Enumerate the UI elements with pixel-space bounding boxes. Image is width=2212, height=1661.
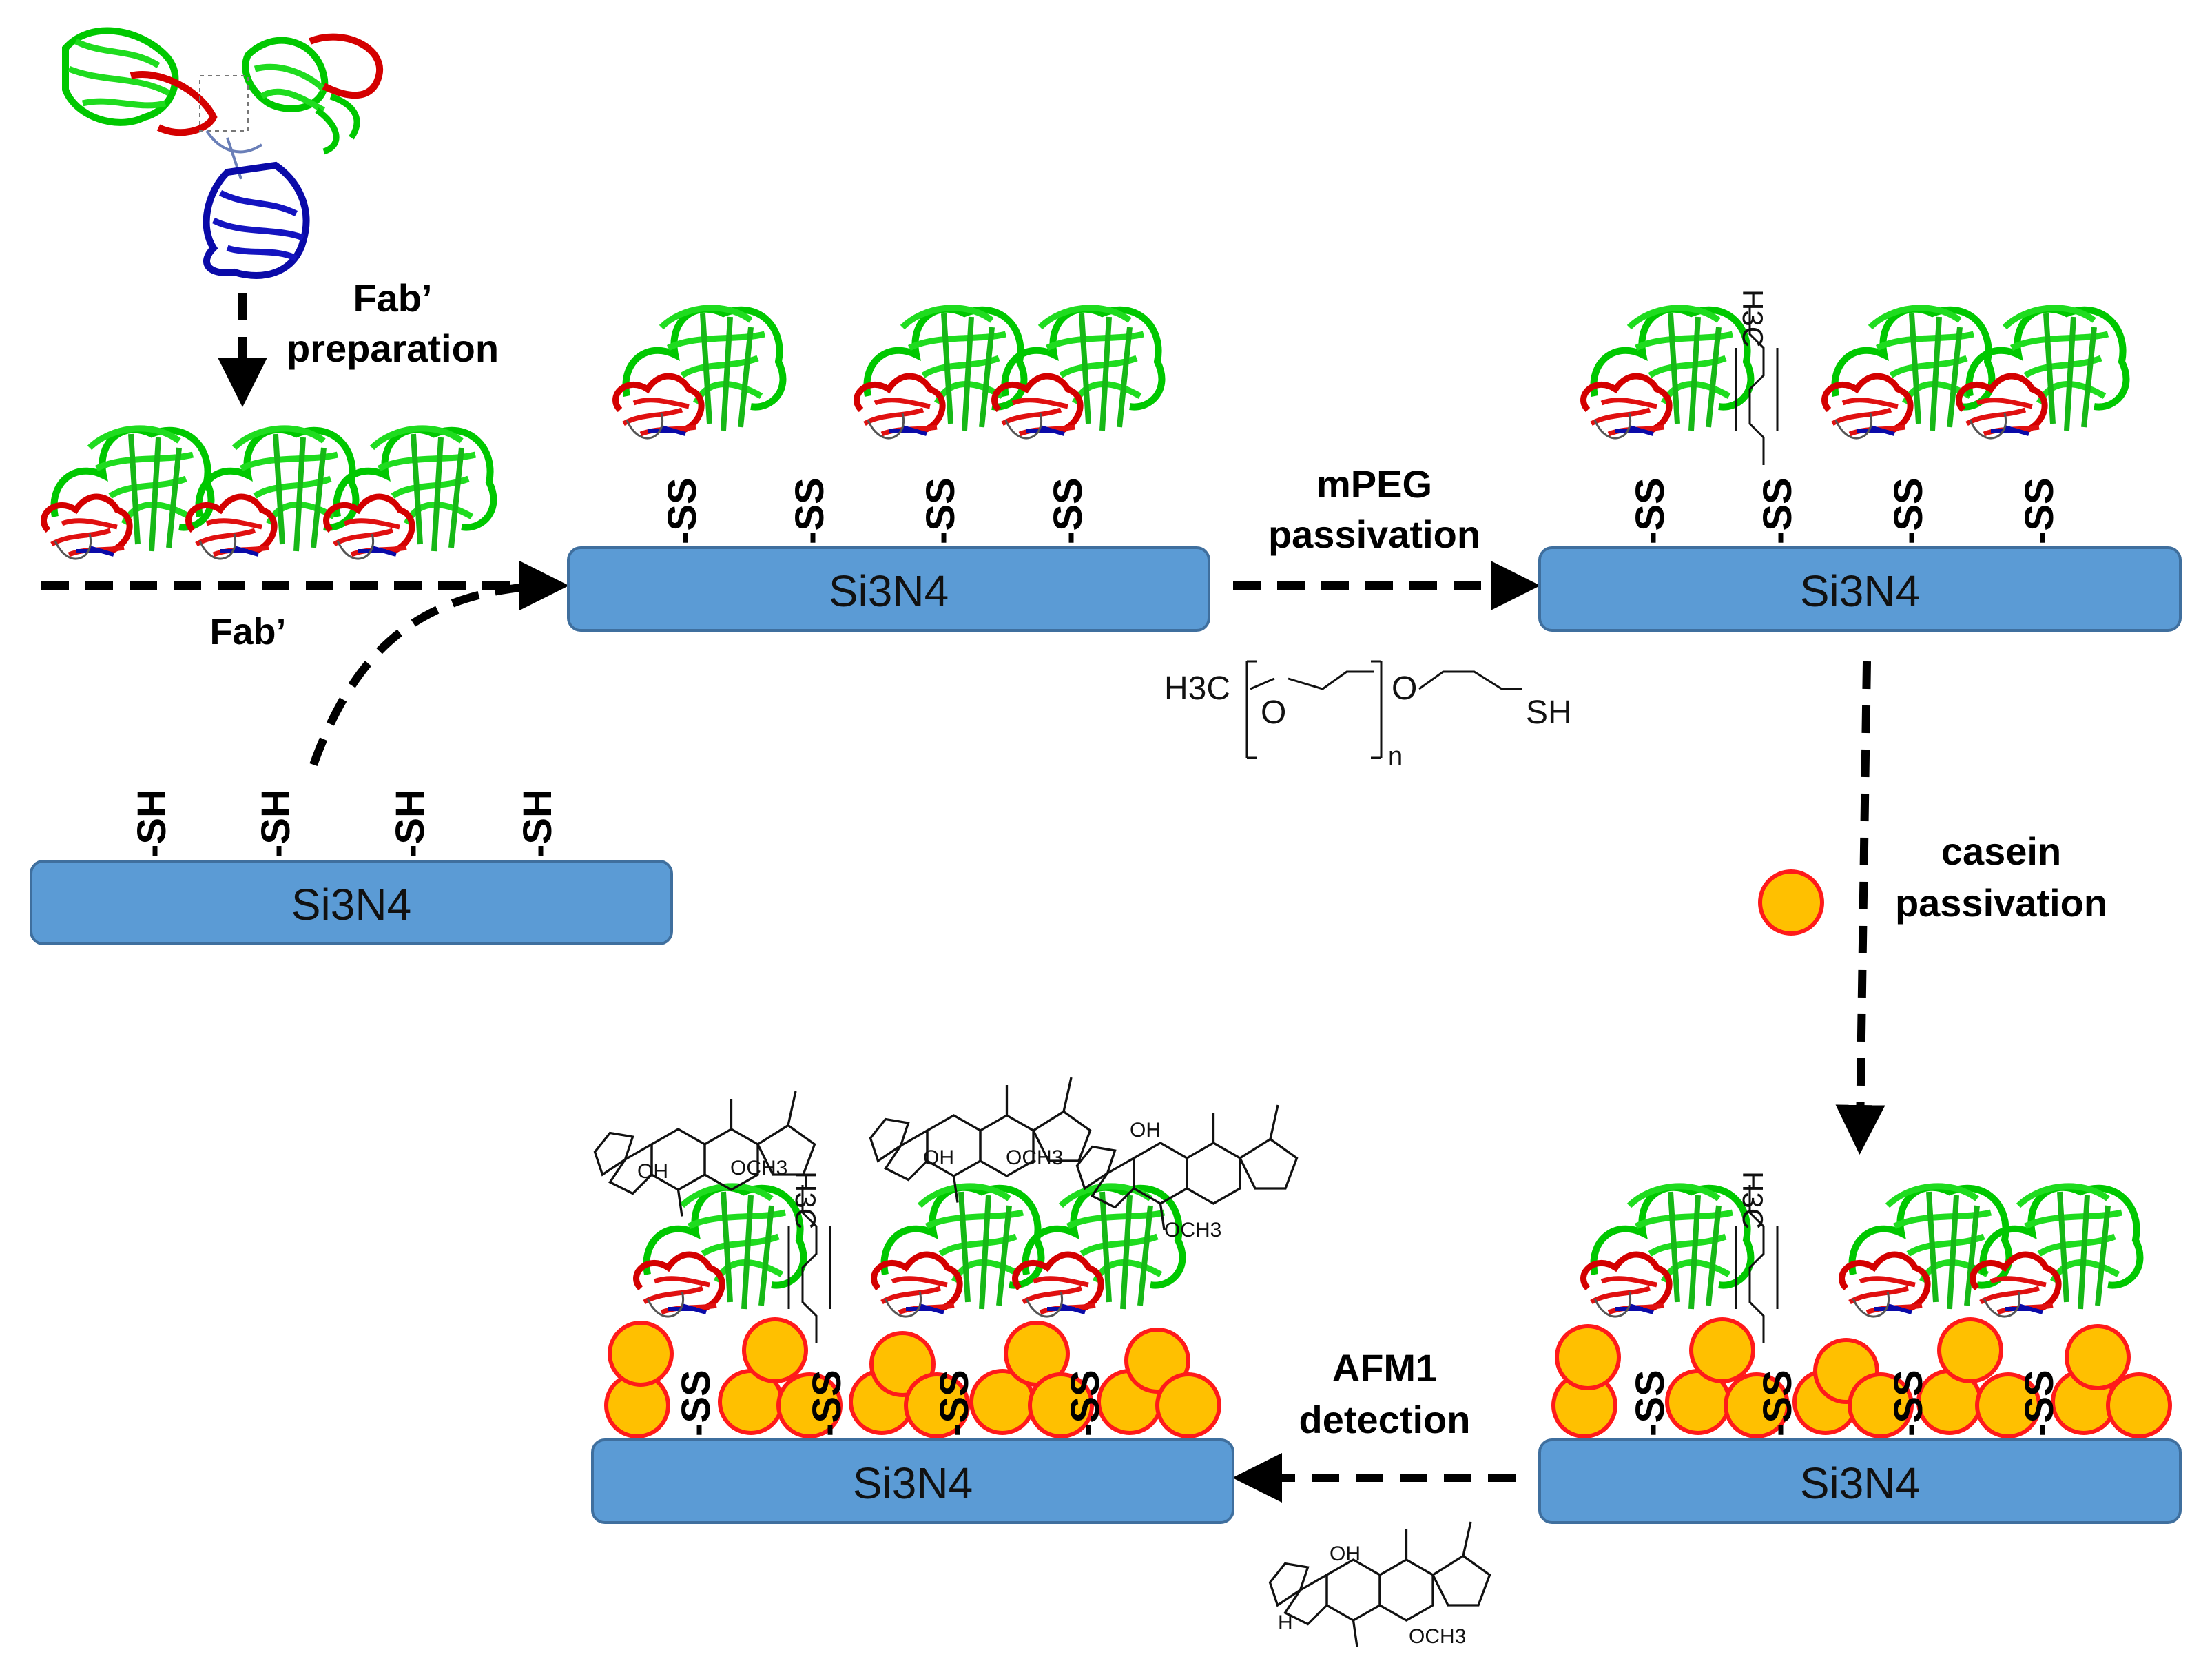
igg-antibody — [62, 27, 384, 279]
afm1-bound-och3-3: OCH3 — [1164, 1219, 1221, 1241]
mpeg-sh: SH — [1526, 694, 1572, 731]
fab-surface: Si3N4 -SS -SS -SS -SS — [567, 308, 1210, 632]
casein-layer-middle — [604, 1317, 1221, 1438]
substrate-label-thiol: Si3N4 — [291, 880, 411, 929]
mpeg-o1: O — [1261, 694, 1286, 731]
label-afm1-2: detection — [1299, 1398, 1471, 1441]
label-afm1-1: AFM1 — [1332, 1346, 1437, 1390]
disulfide-group-10: -SS — [1755, 1370, 1800, 1436]
mpeg-n: n — [1388, 742, 1403, 771]
mpeg-h3c: H3C — [1164, 670, 1230, 707]
disulfide-group-7: -SS — [1886, 477, 1931, 544]
peg-h3c-bottom-middle: H3C — [789, 1171, 822, 1229]
substrate-label-detection: Si3N4 — [853, 1458, 973, 1508]
mpeg-structure: H3C O O SH n — [1164, 660, 1572, 771]
disulfide-group-11: -SS — [1886, 1370, 1931, 1436]
thiol-surface: Si3N4 -SH -SH -SH -SH — [30, 789, 673, 945]
afm1-molecule-free: OH H OCH3 — [1268, 1520, 1491, 1649]
afm1-bound-och3-2: OCH3 — [1006, 1146, 1063, 1169]
disulfide-group-1: -SS — [660, 477, 705, 544]
label-fab-prep-2: preparation — [287, 327, 499, 370]
casein-surface: H3C Si3N4 -SS -SS -SS -SS — [1538, 1171, 2182, 1524]
disulfide-group-9: -SS — [1628, 1370, 1673, 1436]
label-mpeg-1: mPEG — [1316, 462, 1432, 506]
label-casein-1: casein — [1941, 829, 2061, 873]
arrow-casein — [1835, 661, 1885, 1155]
mpeg-surface: H3C Si3N4 -SS -SS -SS -SS — [1538, 289, 2182, 632]
thiol-group-4: -SH — [515, 789, 560, 858]
disulfide-group-13: -SS — [674, 1370, 719, 1436]
disulfide-group-5: -SS — [1628, 477, 1673, 544]
label-fab-prep-1: Fab’ — [353, 276, 432, 320]
afm1-free-och3: OCH3 — [1409, 1625, 1466, 1648]
thiol-group-3: -SH — [388, 789, 433, 858]
disulfide-group-6: -SS — [1755, 477, 1800, 544]
disulfide-group-16: -SS — [1063, 1370, 1108, 1436]
afm1-bound-och3-1: OCH3 — [730, 1157, 787, 1179]
mpeg-o2: O — [1392, 670, 1417, 707]
substrate-label-mpeg: Si3N4 — [1800, 566, 1920, 616]
fab-fragments — [44, 429, 494, 559]
arrow-thiol-to-surface — [309, 581, 545, 767]
disulfide-group-14: -SS — [805, 1370, 849, 1436]
afm1-free-h: H — [1278, 1611, 1293, 1634]
afm1-bound-oh-2: OH — [923, 1146, 954, 1169]
disulfide-group-4: -SS — [1046, 477, 1091, 544]
label-casein-2: passivation — [1895, 881, 2107, 925]
disulfide-group-3: -SS — [918, 477, 963, 544]
afm1-bound-oh-1: OH — [637, 1160, 668, 1183]
disulfide-group-8: -SS — [2017, 477, 2062, 544]
detection-surface: H3C OH OCH3 OH OCH3 OH OCH3 Si3N4 -SS — [591, 1076, 1299, 1524]
afm1-bound-oh-3: OH — [1130, 1119, 1161, 1142]
peg-h3c-top: H3C — [1737, 289, 1769, 347]
peg-h3c-bottom-right: H3C — [1737, 1171, 1769, 1229]
thiol-group-2: -SH — [254, 789, 298, 858]
label-fab: Fab’ — [209, 611, 286, 652]
thiol-group-1: -SH — [130, 789, 174, 858]
label-mpeg-2: passivation — [1268, 513, 1480, 556]
substrate-label-casein: Si3N4 — [1800, 1458, 1920, 1508]
casein-layer-right — [1551, 1317, 2172, 1438]
disulfide-group-2: -SS — [787, 477, 832, 544]
casein-legend-particle — [1758, 869, 1824, 936]
afm1-free-oh: OH — [1330, 1543, 1361, 1565]
disulfide-group-15: -SS — [932, 1370, 977, 1436]
substrate-label-fab: Si3N4 — [829, 566, 949, 616]
disulfide-group-12: -SS — [2017, 1370, 2062, 1436]
